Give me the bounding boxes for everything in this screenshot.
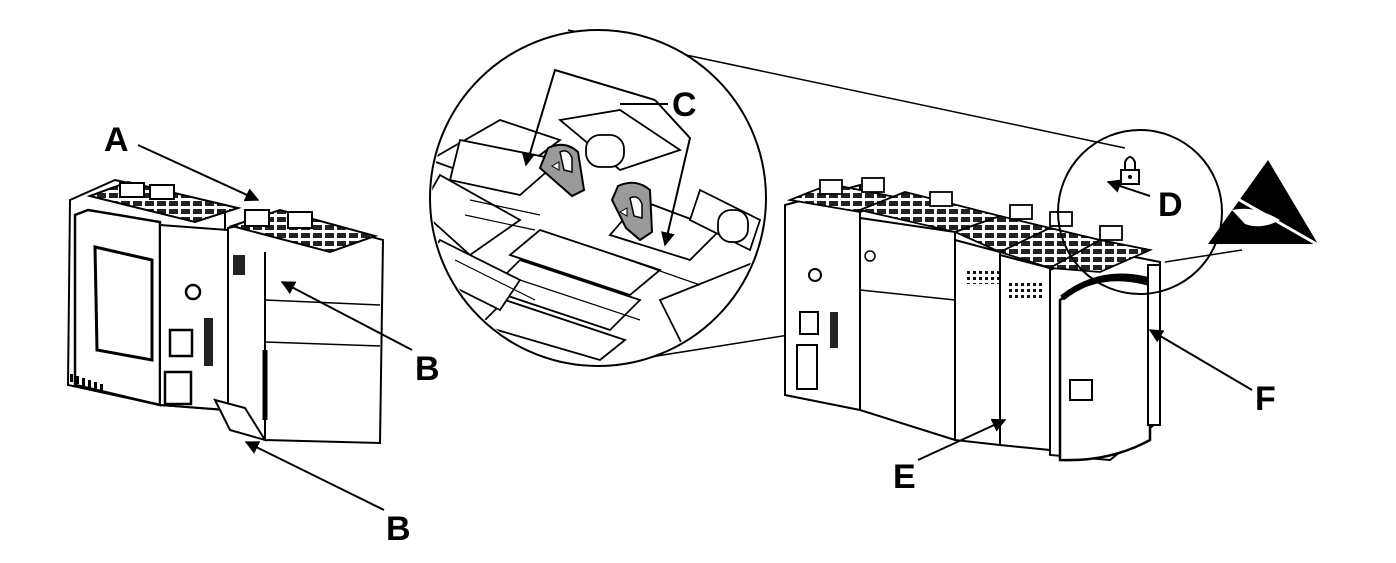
callout-d: D <box>1158 186 1183 224</box>
io-module-right-2 <box>952 204 1053 447</box>
svg-text:D: D <box>1158 186 1183 224</box>
latch-key-2 <box>610 181 654 242</box>
svg-text:B: B <box>386 510 411 548</box>
io-module-right-1 <box>857 191 1004 442</box>
right-assembly <box>784 177 1161 462</box>
svg-text:B: B <box>415 350 440 388</box>
svg-text:E: E <box>893 458 916 496</box>
svg-text:A: A <box>104 121 129 159</box>
magnified-detail: C <box>429 29 1149 367</box>
esd-warning-icon <box>1164 160 1321 263</box>
callout-b-top: B <box>280 281 440 388</box>
lock-detail <box>1057 129 1223 295</box>
callout-c: C <box>521 68 697 247</box>
padlock-icon <box>1120 156 1140 185</box>
controller-module-left <box>66 178 242 412</box>
left-assembly <box>66 178 385 445</box>
latch-key-1 <box>538 143 586 198</box>
io-module-left <box>213 208 385 445</box>
callout-e: E <box>893 418 1007 496</box>
io-module-right-4 <box>1046 225 1161 462</box>
callout-a: A <box>104 121 260 202</box>
callout-f: F <box>1148 329 1276 418</box>
callout-b-bottom: B <box>244 441 411 548</box>
svg-text:F: F <box>1255 380 1276 418</box>
svg-text:C: C <box>672 86 697 124</box>
